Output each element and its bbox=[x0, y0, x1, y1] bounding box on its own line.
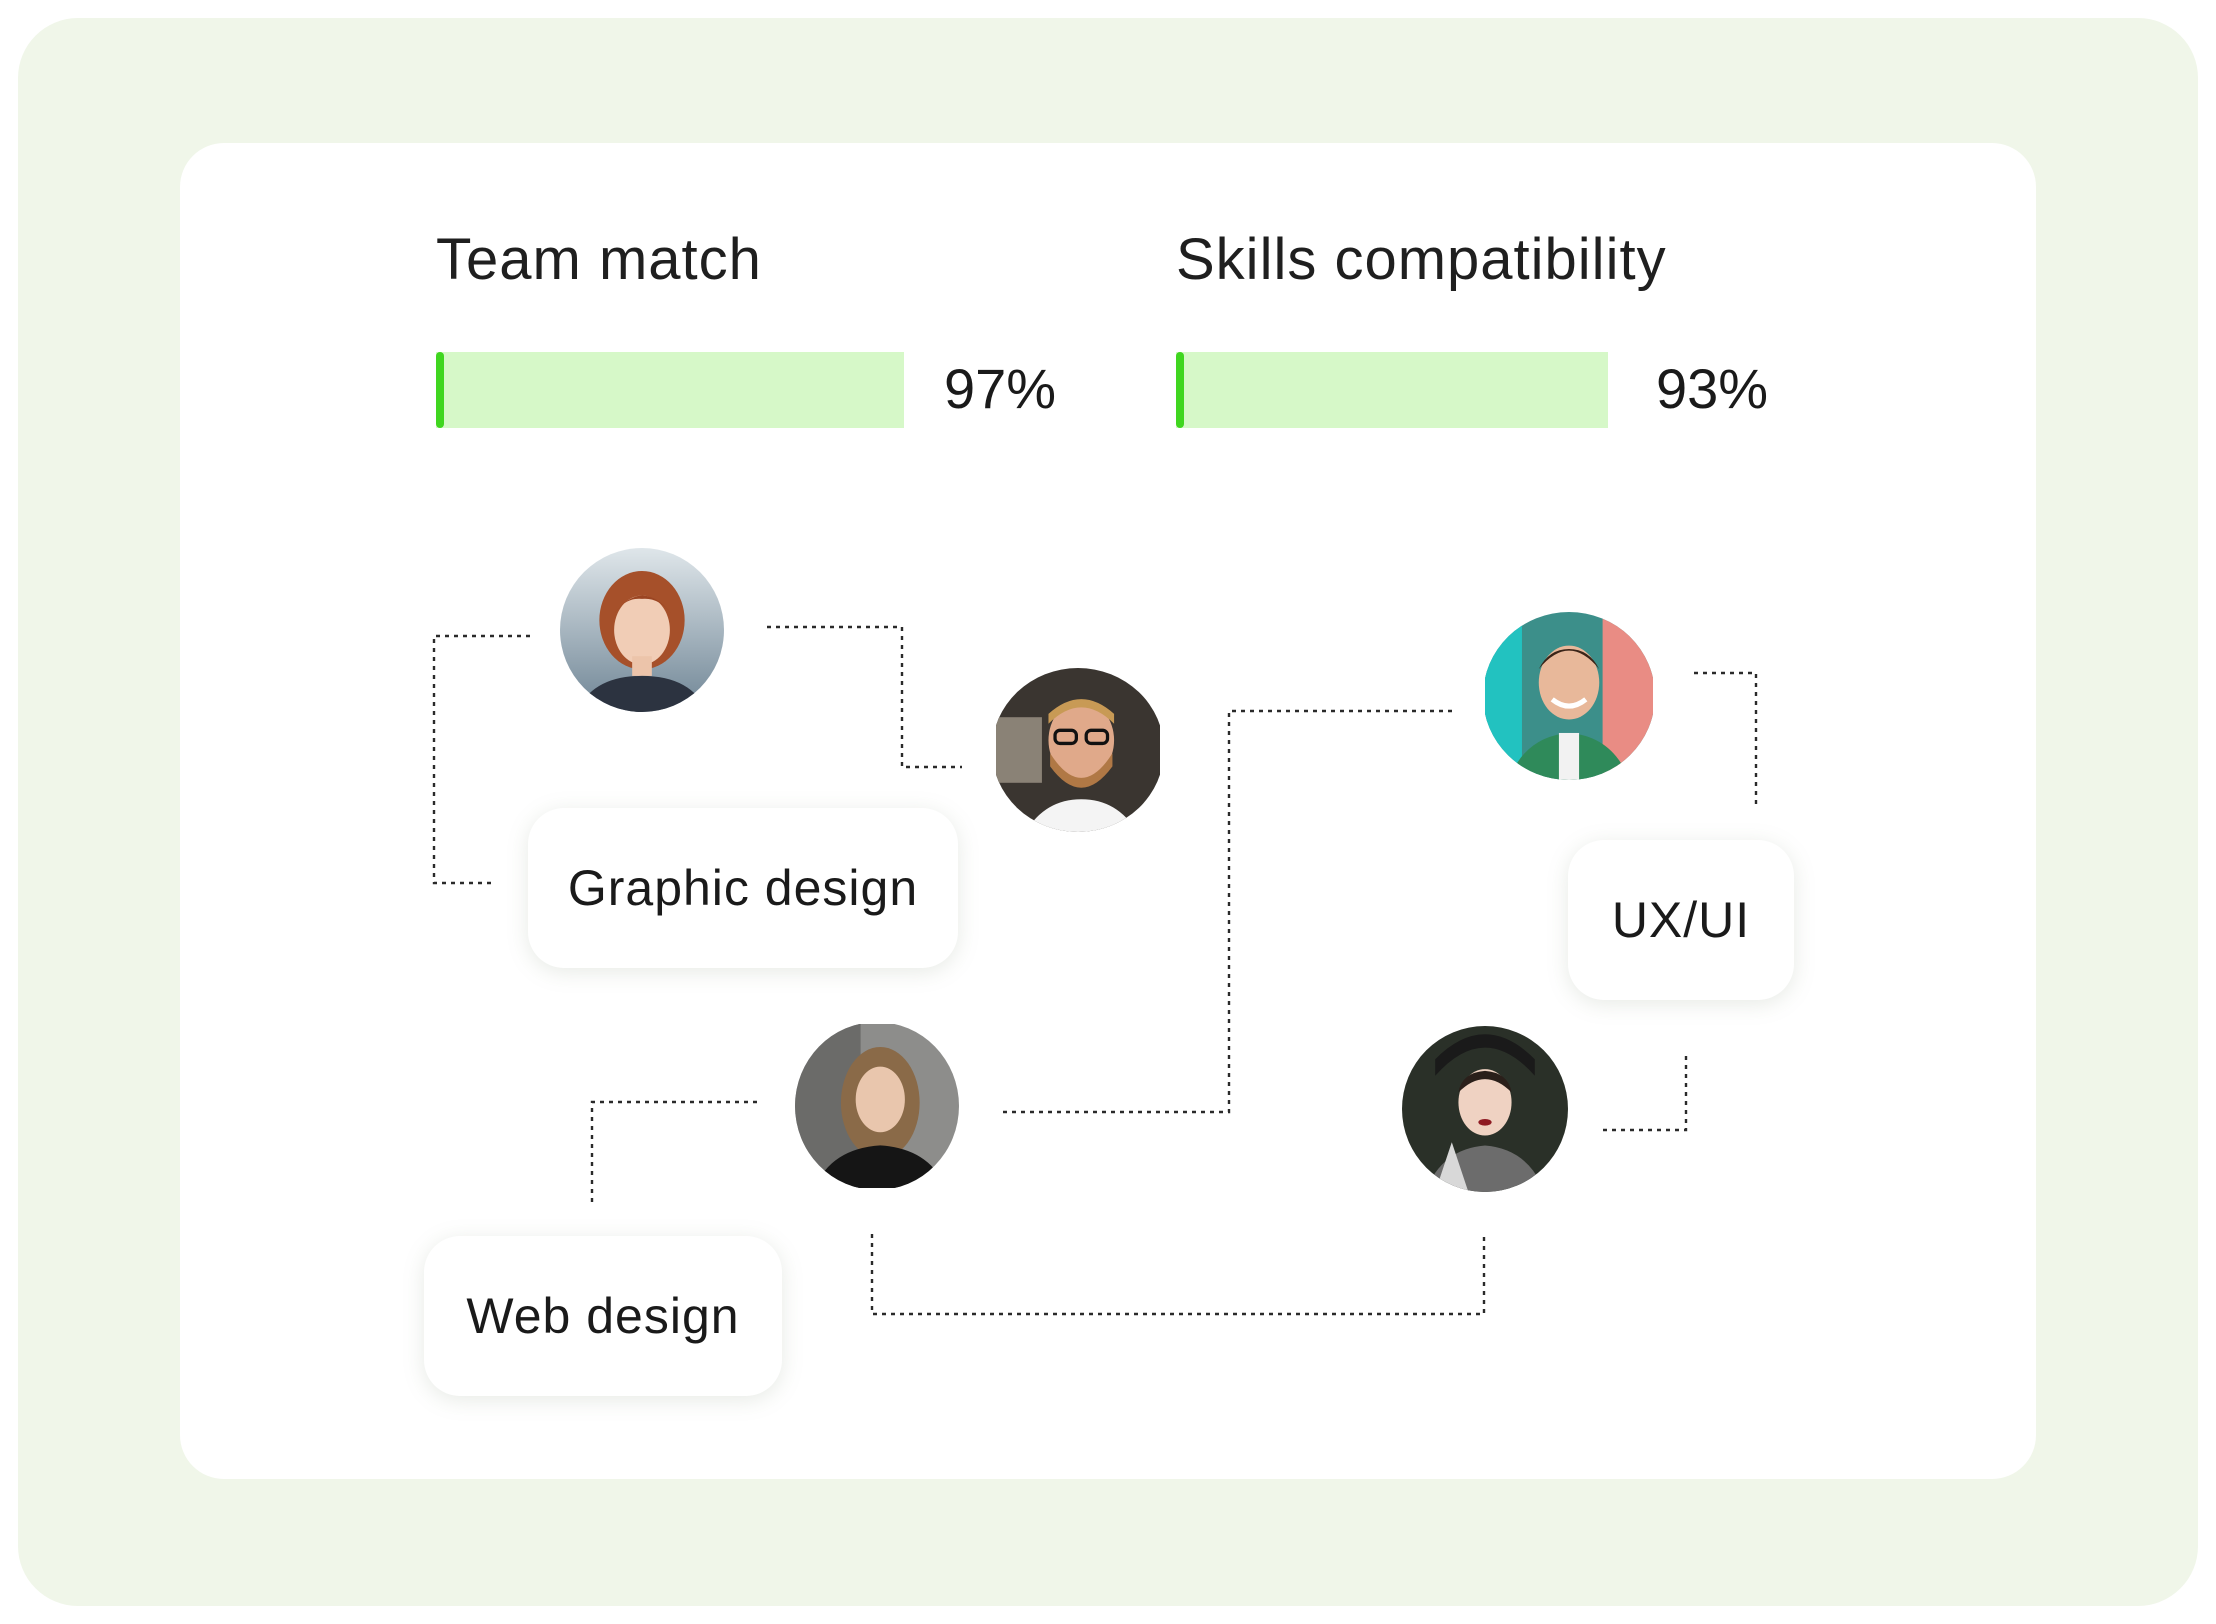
team-match-bar bbox=[436, 352, 904, 428]
tag-web-design[interactable]: Web design bbox=[424, 1236, 782, 1396]
team-match-label: Team match bbox=[436, 227, 762, 292]
skills-compatibility-bar-accent bbox=[1176, 352, 1184, 428]
connector-line bbox=[1601, 1056, 1688, 1132]
avatar-dark-haired-woman[interactable] bbox=[1402, 1026, 1568, 1192]
avatar-red-haired-woman[interactable] bbox=[560, 548, 724, 712]
skills-compatibility-value: 93% bbox=[1656, 357, 1769, 420]
team-match-bar-accent bbox=[436, 352, 444, 428]
connector-line bbox=[432, 634, 530, 885]
tag-graphic-design[interactable]: Graphic design bbox=[528, 808, 958, 968]
skills-compatibility-label: Skills compatibility bbox=[1176, 227, 1667, 292]
connector-line bbox=[590, 1100, 757, 1206]
connector-line bbox=[1694, 671, 1758, 805]
team-match-value: 97% bbox=[944, 357, 1057, 420]
avatar-smiling-young-man[interactable] bbox=[1483, 612, 1655, 780]
portrait-icon bbox=[996, 668, 1160, 832]
connector-line bbox=[1003, 709, 1452, 1114]
portrait-icon bbox=[1485, 612, 1653, 780]
portrait-icon bbox=[795, 1024, 959, 1188]
connector-line bbox=[767, 625, 962, 769]
skills-compatibility-bar bbox=[1176, 352, 1608, 428]
avatar-bearded-man-glasses[interactable] bbox=[992, 668, 1164, 832]
avatar-long-haired-woman[interactable] bbox=[795, 1022, 959, 1190]
portrait-icon bbox=[560, 548, 724, 712]
connector-line bbox=[870, 1234, 1486, 1316]
tag-ux-ui[interactable]: UX/UI bbox=[1568, 840, 1794, 1000]
portrait-icon bbox=[1402, 1026, 1568, 1192]
